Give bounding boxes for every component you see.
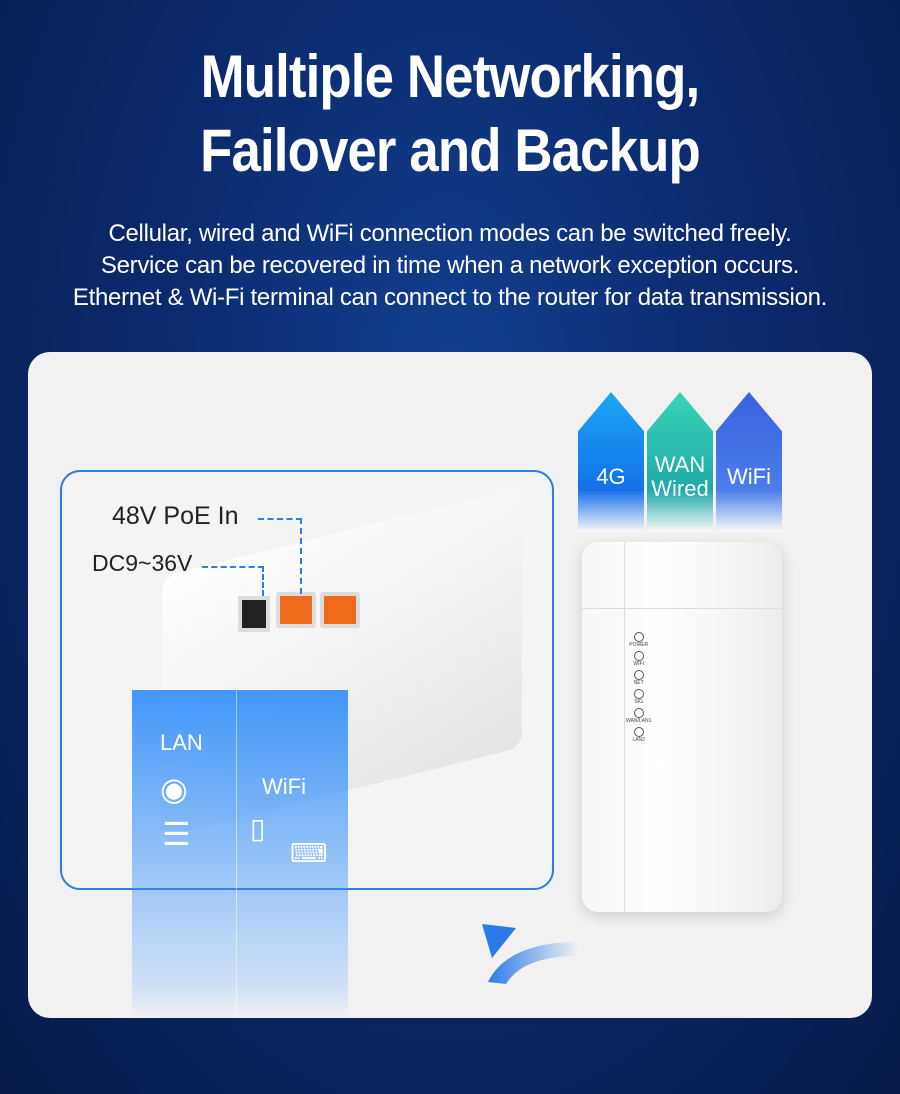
connection-panel: LAN WiFi ◉ ☰ ▯ ⌨ [132,690,348,1018]
product-card: 48V PoE In DC9~36V LAN WiFi ◉ ☰ ▯ ⌨ 4G W… [28,352,872,1018]
dc-label: DC9~36V [92,550,193,576]
subtitle: Cellular, wired and WiFi connection mode… [72,220,828,311]
router-image: POWER WIFI NET SIG WAN/LAN1 LAN2 [582,542,782,912]
mode-wifi: WiFi [716,392,782,532]
laptop-icon: ⌨ [290,838,328,868]
lan-label: LAN [160,730,203,755]
poe-port [276,592,316,628]
mode-4g: 4G [578,392,644,532]
page-title: Multiple Networking,Failover and Backup [200,43,701,184]
curved-arrow-icon [482,924,578,984]
dc-port [238,596,270,632]
server-icon: ☰ [162,816,191,852]
poe-label: 48V PoE In [112,502,239,530]
led-panel: POWER WIFI NET SIG WAN/LAN1 LAN2 [626,632,651,746]
phone-icon: ▯ [250,813,266,844]
camera-icon: ◉ [160,771,188,807]
wifi-label: WiFi [262,774,306,799]
lan-port [320,592,360,628]
